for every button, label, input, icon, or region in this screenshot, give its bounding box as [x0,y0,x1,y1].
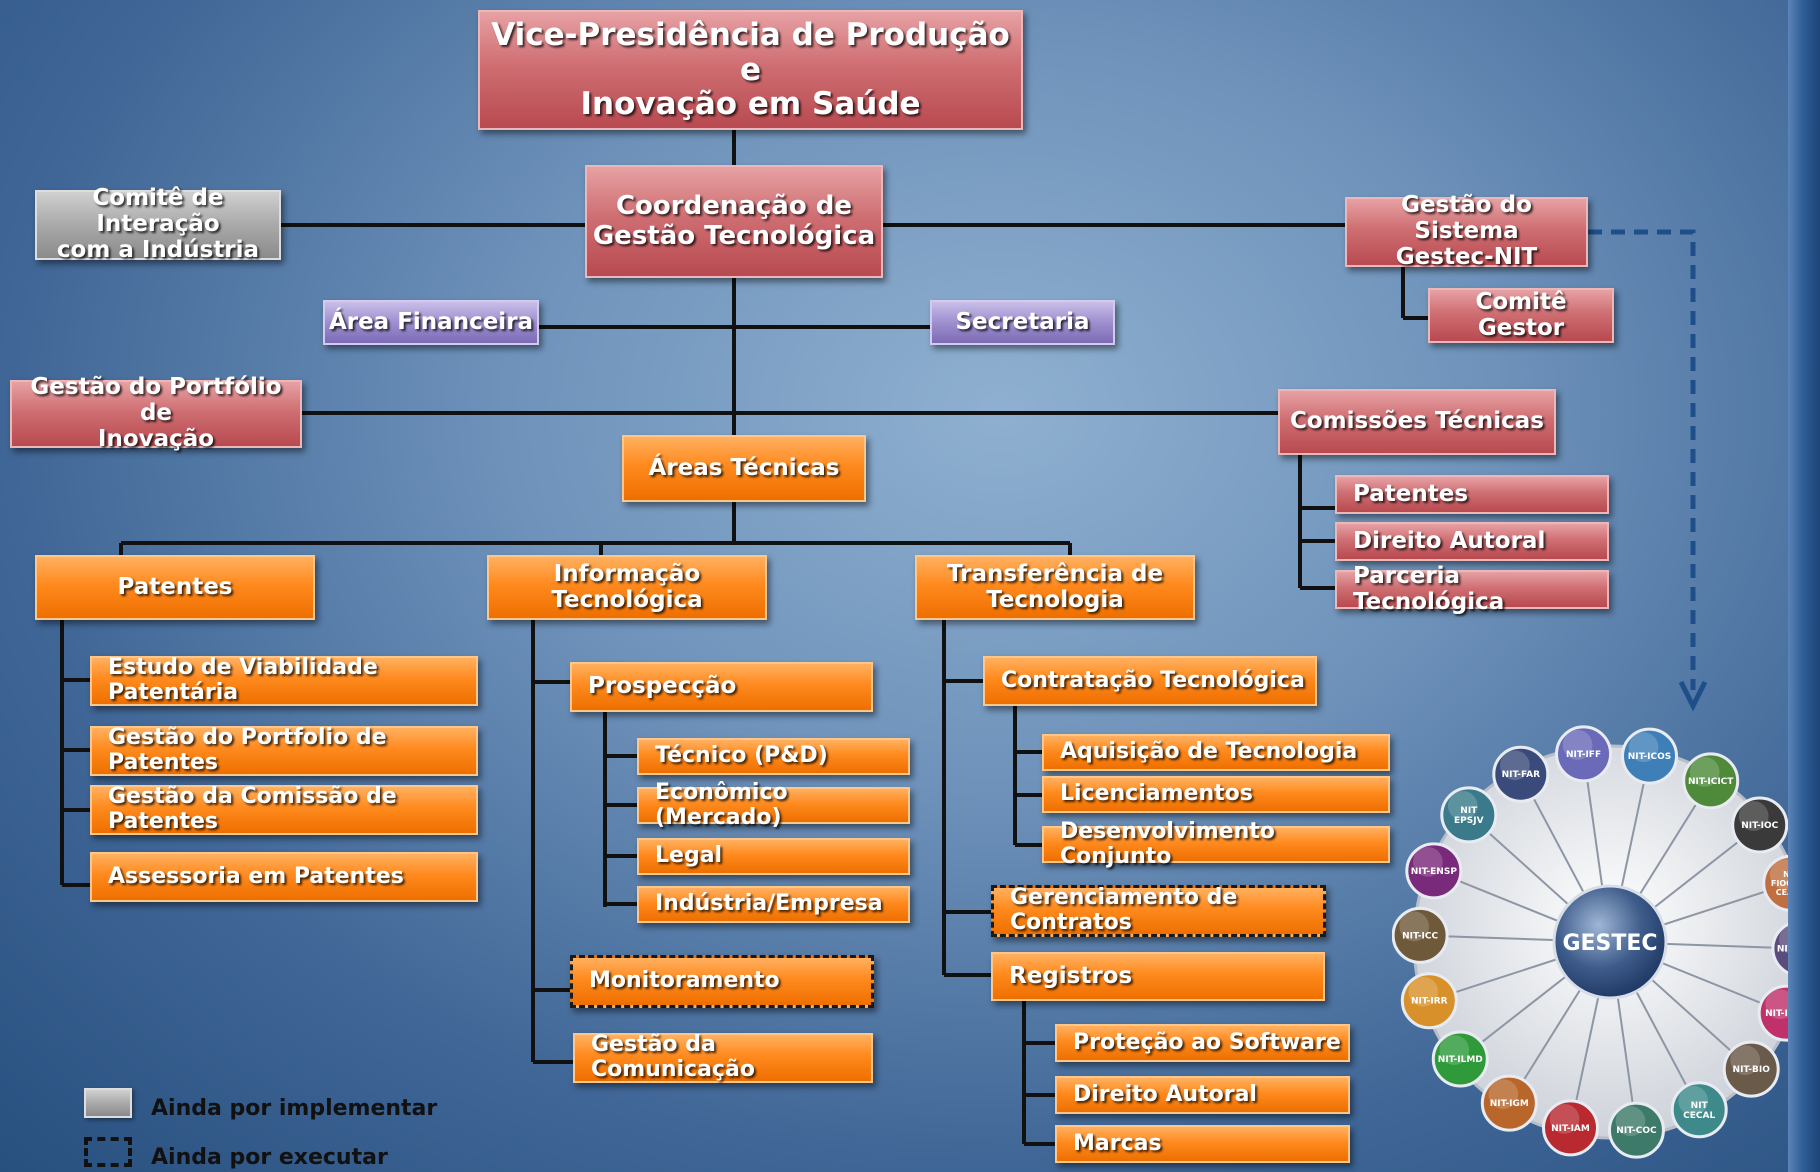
gestec-node-label: NIT-IRR [1411,997,1448,1007]
gestec-node-label: NIT-ILMD [1438,1055,1483,1065]
industry-company-box: Indústria/Empresa [637,886,910,923]
legend-dashed-swatch [84,1137,132,1167]
gestec-network-diagram: GESTECNIT-ICOSNIT-ICICTNIT-IOCNITFIOCRUZ… [1392,725,1820,1159]
steering-committee-box: Comitê Gestor [1428,288,1614,343]
gestec-node: NIT-FAR [1492,745,1550,803]
contract-management-box: Gerenciamento de Contratos [991,885,1326,937]
system-management-box: Gestão do Sistema Gestec-NIT [1345,192,1588,270]
gestec-node-label: NIT-IAM [1551,1124,1590,1134]
commission-patents-box: Patentes [1335,475,1609,514]
patent-feasibility-box: Estudo de Viabilidade Patentária [90,656,478,706]
gestec-node-label: NIT-COC [1616,1126,1657,1136]
legend-gray-swatch [84,1088,132,1118]
finance-area-box: Área Financeira [323,300,539,345]
innovation-portfolio-box: Gestão do Portfólio de Inovação [10,374,302,452]
gestec-node: NIT-ICICT [1682,752,1740,810]
gestec-node-label: NIT-ICOS [1628,752,1672,762]
tech-information-group-box: Informação Tecnológica [487,555,767,620]
joint-development-box: Desenvolvimento Conjunto [1042,819,1390,868]
industry-committee-box: Comitê de Interação com a Indústria [35,185,281,263]
gestec-node: NIT-ICOS [1621,727,1679,785]
gestec-node: NIT-BIO [1722,1040,1780,1098]
gestec-node-label: NIT-FAR [1502,770,1541,780]
technical-rd-box: Técnico (P&D) [637,738,910,775]
legal-box: Legal [637,838,910,875]
tech-contracting-box: Contratação Tecnológica [983,656,1317,706]
patent-advisory-box: Assessoria em Patentes [90,852,478,902]
gestec-node: NIT-ILMD [1431,1030,1489,1088]
monitoring-box: Monitoramento [570,955,874,1008]
commission-tech-partnership-box: Parceria Tecnológica [1335,563,1609,614]
commission-copyright-box: Direito Autoral [1335,522,1609,561]
gestec-node-label: NIT-IOC [1741,821,1778,831]
gestec-node: NIT-ICC [1392,906,1449,964]
gestec-node-label: NIT-ICC [1402,931,1438,941]
gestec-node: NIT-IAM [1541,1099,1599,1157]
gestec-node: NIT-COC [1607,1101,1665,1159]
technical-areas-box: Áreas Técnicas [622,435,866,502]
gestec-node-label: NIT-IFF [1566,750,1601,760]
vp-box: Vice-Presidência de Produção e Inovação … [478,10,1023,130]
registrations-box: Registros [991,952,1325,1001]
patent-commission-box: Gestão da Comissão de Patentes [90,785,478,835]
patent-portfolio-box: Gestão do Portfolio de Patentes [90,726,478,776]
gestec-node-label: NIT-IPEC [1765,1009,1808,1019]
communication-box: Gestão da Comunicação [573,1033,873,1083]
right-edge-bar [1788,0,1820,1172]
legend-not-implemented-label: Ainda por implementar [151,1096,438,1121]
licensing-box: Licenciamentos [1042,776,1390,813]
patents-group-box: Patentes [35,555,315,620]
gestec-node-label: NIT-ICICT [1688,777,1734,787]
economic-market-box: Econômico (Mercado) [637,780,910,829]
secretariat-box: Secretaria [930,300,1115,345]
software-protection-box: Proteção ao Software [1055,1024,1350,1062]
gestec-node: NIT-IRR [1400,972,1458,1030]
trademarks-box: Marcas [1055,1125,1350,1163]
prospecting-box: Prospecção [570,662,873,712]
gestec-hub-label: GESTEC [1562,931,1657,956]
technical-commissions-box: Comissões Técnicas [1278,389,1556,455]
gestec-hub [1552,884,1668,1000]
gestec-node: NIT-IOC [1731,796,1789,854]
gestec-node: NIT-IFF [1555,725,1613,783]
gestec-node: NIT-ENSP [1405,842,1463,900]
gestec-node: NIT-IGM [1480,1074,1538,1132]
gestec-node-label: NIT-IGM [1490,1099,1529,1109]
copyright-box: Direito Autoral [1055,1076,1350,1114]
coordination-box: Coordenação de Gestão Tecnológica [585,165,883,278]
gestec-node-label: NIT-BIO [1733,1065,1771,1075]
tech-transfer-group-box: Transferência de Tecnologia [915,555,1195,620]
legend-not-executed-label: Ainda por executar [151,1145,388,1170]
tech-acquisition-box: Aquisição de Tecnologia [1042,734,1390,771]
gestec-node-label: NIT-ENSP [1411,867,1458,877]
